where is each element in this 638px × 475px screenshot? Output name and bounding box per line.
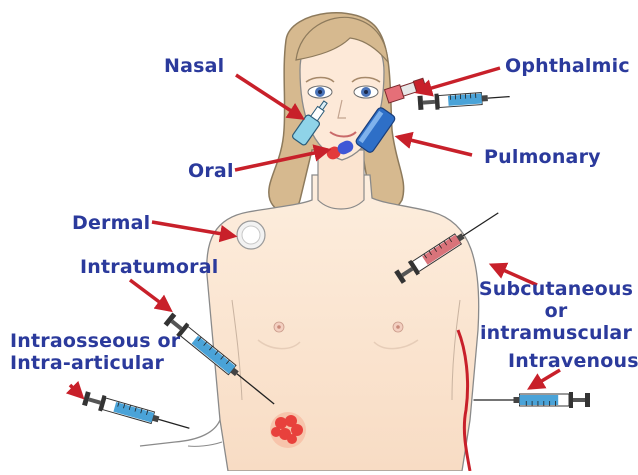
skin-patch-icon	[237, 221, 265, 249]
label-nasal: Nasal	[164, 55, 224, 77]
syringe-needle	[488, 97, 510, 99]
syringe-ophthalmic	[417, 89, 510, 111]
label-intraosseous: Intraosseous or Intra-articular	[10, 330, 180, 374]
label-intraosseous-line2: Intra-articular	[10, 352, 180, 374]
label-subcutaneous-line2: intramuscular	[474, 322, 638, 344]
syringe-liquid	[113, 402, 154, 423]
label-pulmonary: Pulmonary	[484, 146, 601, 168]
label-subcutaneous-line1: Subcutaneous or	[474, 278, 638, 322]
label-intratumoral: Intratumoral	[80, 256, 218, 278]
label-oral: Oral	[188, 160, 234, 182]
syringe-flange	[569, 392, 573, 408]
syringe-hub	[482, 95, 488, 101]
syringe-plunger-cap	[418, 96, 424, 110]
syringe-needle	[463, 213, 498, 236]
syringe-plunger-rod	[88, 397, 101, 404]
arrow-intratumoral	[130, 280, 170, 310]
syringe-plunger-rod	[573, 398, 585, 402]
label-intraosseous-line1: Intraosseous or	[10, 330, 180, 352]
arrow-intraosseous	[70, 385, 82, 397]
syringe-plunger-rod	[171, 320, 183, 331]
syringe-intraosseous	[82, 390, 192, 436]
syringe-intravenous	[474, 392, 591, 408]
label-dermal: Dermal	[72, 212, 150, 234]
syringe-plunger-rod	[423, 100, 435, 105]
tumor-icon	[270, 412, 306, 448]
label-ophthalmic: Ophthalmic	[505, 55, 630, 77]
label-intravenous: Intravenous	[508, 350, 638, 372]
syringe-plunger-cap	[585, 393, 590, 407]
arrow-pulmonary	[398, 137, 472, 155]
syringe-liquid	[520, 395, 559, 405]
syringe-needle	[159, 419, 190, 428]
torso	[140, 175, 479, 471]
syringe-hub	[514, 397, 520, 403]
arrow-intravenous	[530, 370, 560, 388]
arrow-ophthalmic	[418, 68, 500, 92]
label-subcutaneous: Subcutaneous or intramuscular	[474, 278, 638, 344]
